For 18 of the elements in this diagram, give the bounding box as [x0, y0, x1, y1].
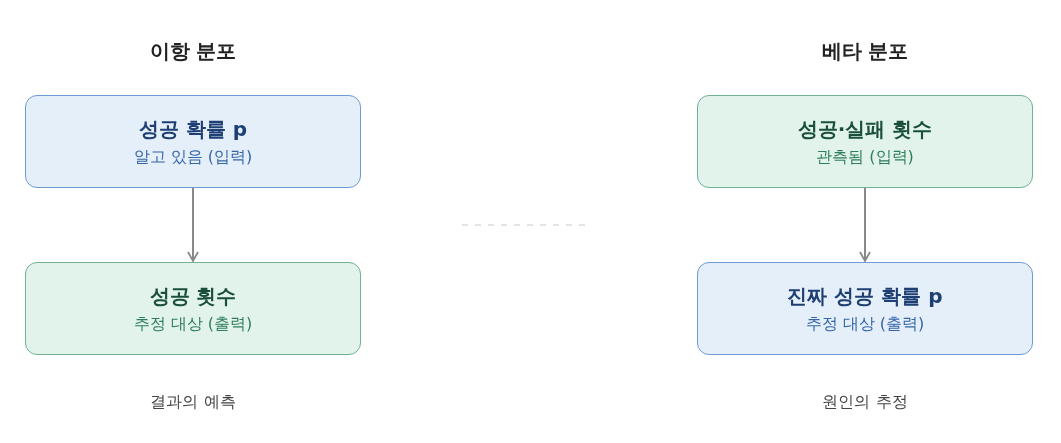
process-box: [25, 262, 361, 355]
box-title: 성공·실패 횟수: [797, 115, 933, 143]
box-title: 성공 횟수: [149, 282, 237, 310]
arrow: [859, 187, 871, 262]
caption: 결과의 예측: [149, 392, 237, 413]
box-subtitle: 추정 대상 (출력): [133, 313, 253, 335]
column-heading: 베타 분포: [820, 38, 910, 65]
box-subtitle: 관측됨 (입력): [816, 146, 914, 168]
column-heading: 이항 분포: [148, 38, 238, 65]
process-box: [25, 95, 361, 188]
process-box: [697, 95, 1033, 188]
box-title: 성공 확률 p: [138, 115, 248, 143]
arrow: [187, 187, 199, 262]
box-subtitle: 알고 있음 (입력): [133, 146, 253, 168]
caption: 원인의 추정: [821, 392, 909, 413]
box-title: 진짜 성공 확률 p: [787, 282, 943, 310]
box-subtitle: 추정 대상 (출력): [805, 313, 925, 335]
process-box: [697, 262, 1033, 355]
